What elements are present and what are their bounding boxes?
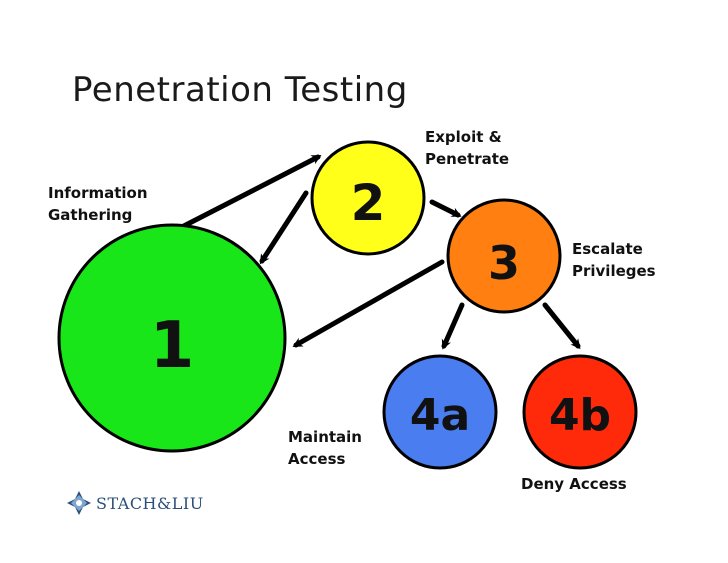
- company-logo: STACH&LIU: [66, 490, 204, 516]
- node-4b-label: 4b: [549, 390, 611, 441]
- node-4a: 4a: [382, 354, 498, 470]
- page-title: Penetration Testing: [72, 70, 408, 110]
- arrow-3-to-4b: [542, 302, 581, 350]
- node-2: 2: [310, 140, 426, 256]
- node-1: 1: [57, 223, 287, 453]
- arrow-2-to-3: [429, 199, 462, 218]
- logo-mark-icon: [67, 491, 91, 515]
- node-3-label: 3: [488, 236, 520, 290]
- node-4a-label: 4a: [410, 390, 470, 441]
- label-deny-access: Deny Access: [521, 475, 627, 493]
- node-4b-circle: [522, 354, 638, 470]
- label-maintain-access: Maintain Access: [288, 428, 362, 468]
- label-exploit-penetrate: Exploit & Penetrate: [425, 128, 510, 168]
- logo-text: STACH&LIU: [96, 493, 204, 513]
- node-1-circle: [57, 223, 287, 453]
- node-1-label: 1: [150, 309, 195, 383]
- arrow-2-to-1: [259, 190, 309, 265]
- node-3-circle: [446, 198, 562, 314]
- label-information-gathering: Information Gathering: [48, 184, 148, 224]
- node-4b: 4b: [522, 354, 638, 470]
- node-4a-circle: [382, 354, 498, 470]
- arrow-1-to-2: [173, 154, 322, 233]
- label-escalate-privileges: Escalate Privileges: [572, 240, 656, 280]
- node-3: 3: [446, 198, 562, 314]
- node-2-circle: [310, 140, 426, 256]
- arrow-3-to-1: [292, 259, 445, 348]
- arrow-3-to-4a: [441, 302, 465, 350]
- node-2-label: 2: [351, 174, 386, 232]
